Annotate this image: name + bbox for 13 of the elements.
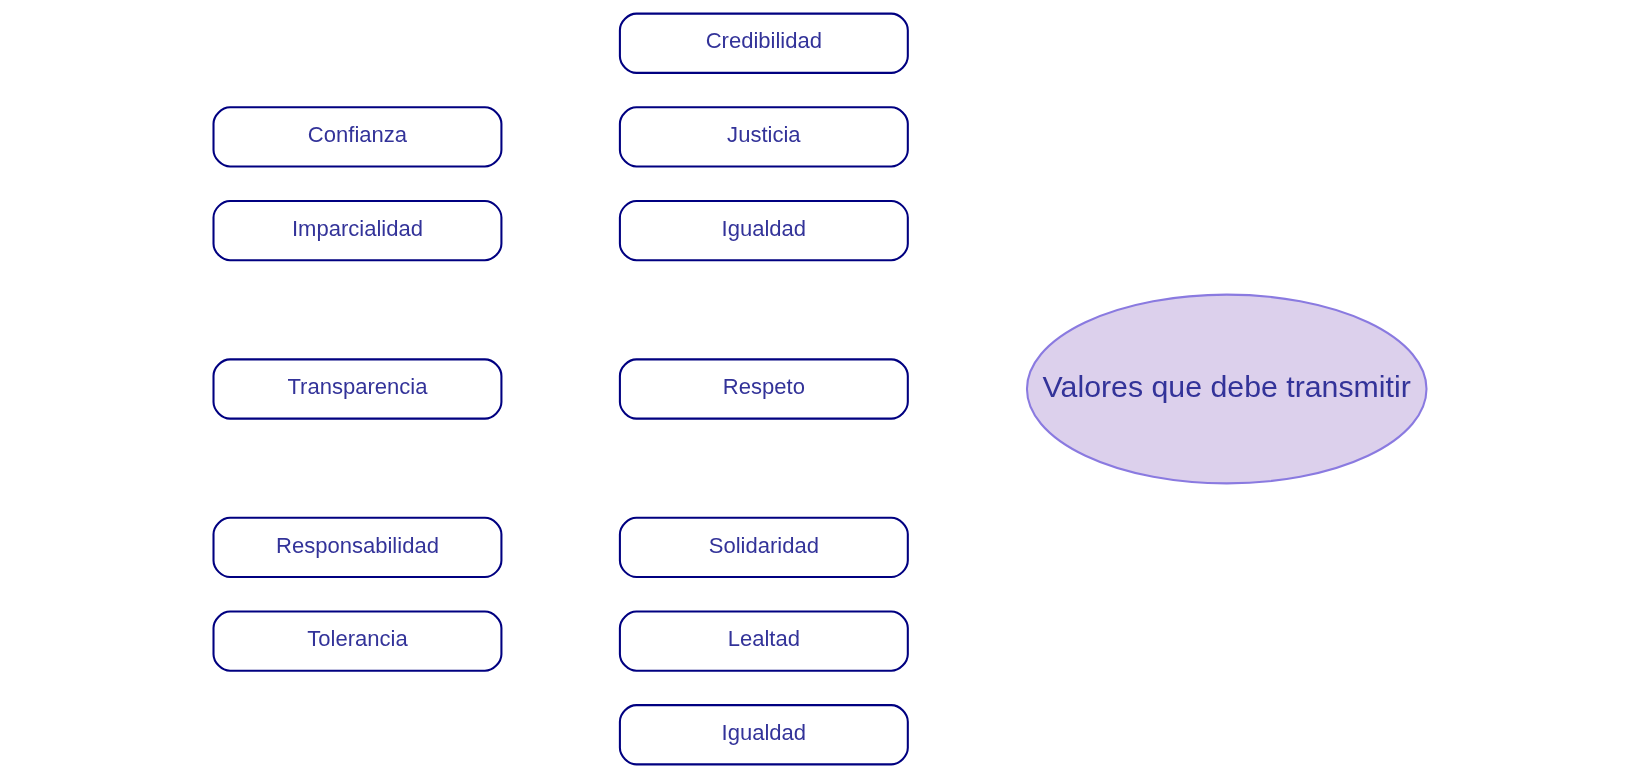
node-box: Responsabilidad: [212, 516, 503, 579]
node-box: Tolerancia: [212, 610, 503, 672]
node-box: Lealtad: [618, 610, 909, 672]
node-box: Igualdad: [618, 704, 909, 766]
node-box: Imparcialidad: [212, 199, 503, 262]
node-box: Respeto: [618, 358, 909, 420]
node-box: Solidaridad: [618, 516, 909, 579]
node-box: Justicia: [618, 106, 909, 168]
node-box: Credibilidad: [618, 12, 909, 74]
node-box: Confianza: [212, 106, 503, 168]
node-ellipse: Valores que debe transmitir: [1025, 293, 1428, 485]
node-box: Transparencia: [212, 358, 503, 420]
node-box: Igualdad: [618, 199, 909, 262]
